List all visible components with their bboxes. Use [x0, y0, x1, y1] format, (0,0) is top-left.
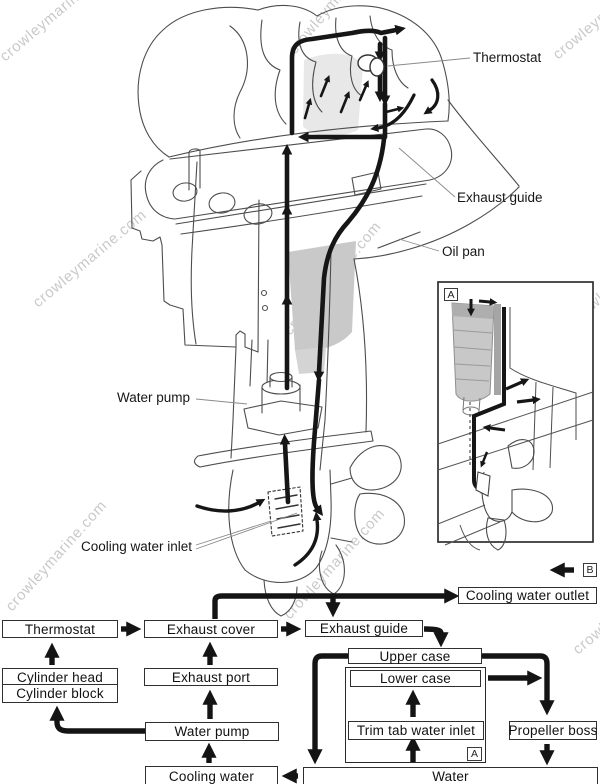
water-pump-part: [243, 400, 323, 436]
callout-cooling-water-inlet: Cooling water inlet: [81, 539, 193, 554]
flowchart-box-exhaust-cover: Exhaust cover: [144, 620, 278, 638]
flowchart-box-cooling-water: Cooling water: [145, 766, 278, 784]
thermostat-part: [357, 54, 385, 77]
watermark-text: crowleymarine.com: [2, 497, 110, 615]
flowchart-connectors: [44, 562, 574, 784]
flowchart-box-exhaust-guide: Exhaust guide: [305, 620, 423, 637]
bracket-outline: [130, 170, 260, 353]
outlet-b-label: B: [583, 563, 597, 577]
flowchart-box-thermostat: Thermostat: [2, 620, 118, 638]
propeller-sketch: [330, 477, 353, 543]
inset-a: [437, 281, 594, 551]
callout-thermostat: Thermostat: [473, 50, 542, 65]
flowchart-box-trim-tab-water-inlet: Trim tab water inlet: [348, 721, 484, 740]
watermark-text: crowleymarine.com: [0, 0, 117, 65]
cooling-flow-lines: [279, 24, 406, 517]
callout-water-pump: Water pump: [117, 390, 191, 405]
gearcase-outline: [228, 469, 332, 584]
flowchart-group-a-outline: [345, 667, 486, 763]
small-flow-arrows: [195, 75, 440, 567]
callout-exhaust-guide: Exhaust guide: [457, 190, 543, 205]
flowchart-box-propeller-boss: Propeller boss: [508, 721, 598, 740]
flowchart-box-upper-case: Upper case: [348, 648, 482, 664]
flowchart-box-cooling-water-outlet: Cooling water outlet: [458, 587, 597, 604]
callout-leader-lines: [195, 57, 471, 550]
outboard-motor-sketch: [130, 5, 520, 617]
flowchart-box-exhaust-port: Exhaust port: [144, 668, 278, 686]
watermark-text: crowleymarine.com: [550, 0, 600, 63]
flowchart-box-water-pump: Water pump: [145, 722, 279, 741]
callout-oil-pan: Oil pan: [442, 244, 485, 259]
flowchart-box-cylinder-head: Cylinder head: [2, 668, 118, 686]
flowchart-box-cylinder-block: Cylinder block: [2, 684, 118, 703]
cowl-outline: [137, 6, 259, 158]
flowchart-group-a-label: A: [467, 747, 482, 761]
flowchart-box-water: Water: [303, 767, 598, 784]
inset-a-label: A: [444, 288, 458, 301]
pan-outline: [144, 128, 453, 220]
flowchart-box-lower-case: Lower case: [350, 670, 481, 687]
